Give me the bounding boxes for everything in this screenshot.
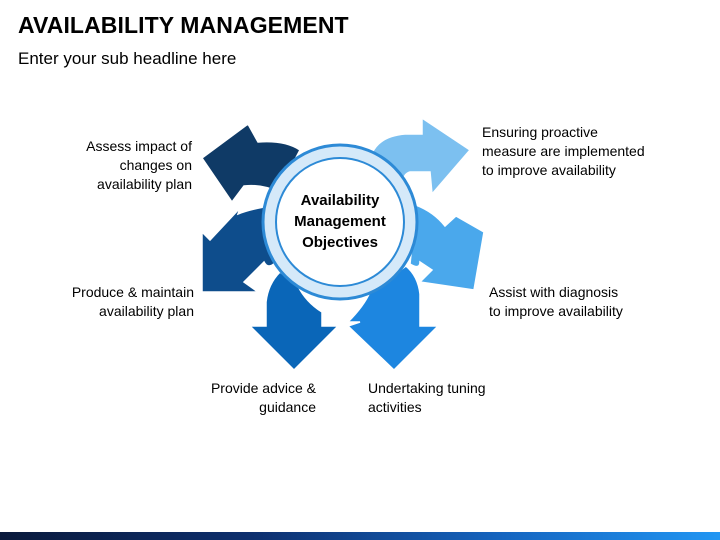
center-line-2: Management bbox=[294, 213, 386, 230]
footer-bar bbox=[0, 532, 720, 540]
page-title: AVAILABILITY MANAGEMENT bbox=[18, 12, 349, 38]
center-line-3: Objectives bbox=[302, 234, 378, 251]
label-tuning-line-1: Undertaking tuning bbox=[368, 380, 486, 396]
label-assess-line-3: availability plan bbox=[97, 176, 192, 192]
label-assess-line-1: Assess impact of bbox=[86, 138, 192, 154]
center-title: Availability Management Objectives bbox=[270, 190, 410, 253]
label-ensure-line-3: to improve availability bbox=[482, 162, 616, 178]
center-ring-inner bbox=[275, 157, 405, 287]
center-line-1: Availability bbox=[300, 192, 380, 209]
label-assess-line-2: changes on bbox=[119, 157, 192, 173]
label-provide: Provide advice & guidance bbox=[186, 379, 316, 417]
arrow-produce bbox=[201, 206, 277, 293]
label-provide-line-1: Provide advice & bbox=[210, 380, 316, 396]
label-produce-line-1: Produce & maintain bbox=[71, 284, 194, 300]
label-assist-line-2: to improve availability bbox=[489, 303, 623, 319]
label-tuning-line-2: activities bbox=[368, 399, 422, 415]
label-tuning: Undertaking tuning activities bbox=[368, 379, 528, 417]
label-provide-line-2: guidance bbox=[259, 399, 316, 415]
label-assess: Assess impact of changes on availability… bbox=[62, 137, 192, 194]
label-ensure-line-2: measure are implemented bbox=[482, 143, 645, 159]
arrow-provide bbox=[248, 271, 340, 372]
arrow-assist bbox=[409, 203, 485, 291]
label-ensure-line-1: Ensuring proactive bbox=[482, 124, 598, 140]
label-produce-line-2: availability plan bbox=[99, 303, 194, 319]
label-ensure: Ensuring proactive measure are implement… bbox=[482, 123, 682, 180]
label-assist-line-1: Assist with diagnosis bbox=[489, 284, 619, 300]
label-assist: Assist with diagnosis to improve availab… bbox=[489, 283, 689, 321]
page-subtitle: Enter your sub headline here bbox=[18, 49, 237, 68]
label-produce: Produce & maintain availability plan bbox=[44, 283, 194, 321]
